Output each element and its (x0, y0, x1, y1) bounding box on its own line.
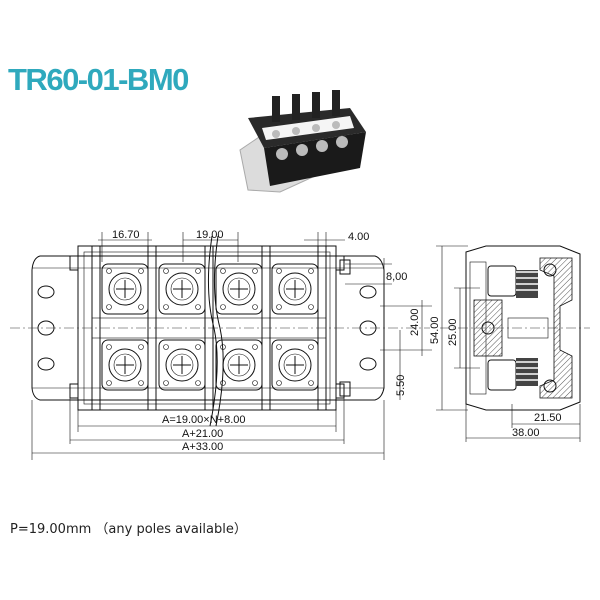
product-photo (239, 90, 366, 193)
dim-19-00: 19.00 (196, 229, 224, 241)
dim-54-00: 54.00 (429, 316, 441, 344)
dim-25-00: 25.00 (447, 318, 459, 346)
side-view (440, 245, 590, 411)
dim-length-a: A=19.00×N+8.00 (162, 414, 246, 426)
dim-16-70: 16.70 (112, 229, 140, 241)
front-view (10, 235, 430, 427)
dim-8-00: 8,00 (386, 271, 407, 283)
dim-4-00: 4.00 (348, 231, 369, 243)
front-dimensions: 16.70 19.00 4.00 8,00 24.00 5.50 A=19.00… (31, 229, 432, 460)
pitch-note: P=19.00mm （any poles available） (10, 522, 247, 537)
dim-21-50: 21.50 (534, 412, 562, 424)
dim-5-50: 5.50 (395, 375, 407, 396)
dim-length-a33: A+33.00 (182, 441, 223, 453)
product-title: TR60-01-BM0 (8, 62, 189, 97)
dim-length-a21: A+21.00 (182, 428, 223, 440)
side-dimensions: 54.00 25.00 21.50 38.00 (429, 245, 581, 442)
dim-24-00: 24.00 (409, 308, 421, 336)
dim-38-00: 38.00 (512, 427, 540, 439)
